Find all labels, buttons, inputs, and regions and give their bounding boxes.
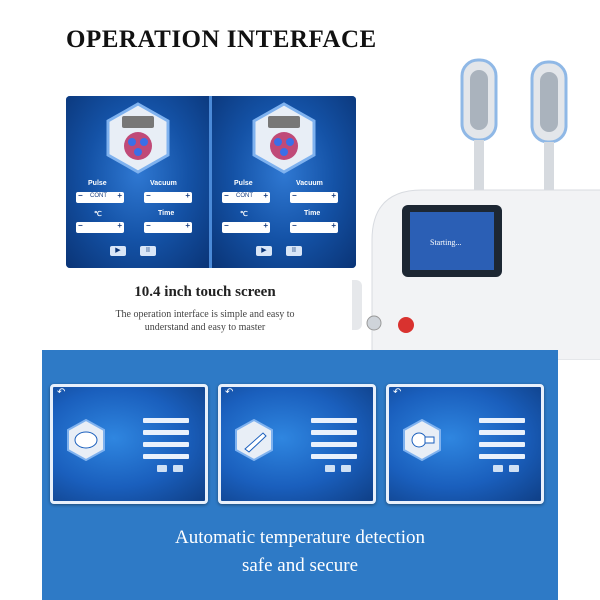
back-arrow-icon[interactable]: ↶ — [225, 387, 234, 398]
pause-button[interactable] — [509, 465, 519, 472]
pulse-label: Pulse — [234, 180, 253, 187]
feature-line-1: Automatic temperature detection — [174, 527, 426, 548]
pulse-stepper[interactable]: − CONT + — [222, 191, 270, 203]
pulse-value: CONT — [236, 193, 253, 199]
pause-button[interactable]: II — [140, 246, 156, 256]
temperature-stepper[interactable]: − + — [222, 221, 270, 233]
pulse-label: Pulse — [88, 180, 107, 187]
panel-divider — [209, 96, 212, 268]
vacuum-stepper[interactable]: − + — [144, 191, 192, 203]
temperature-plus-button[interactable]: + — [117, 221, 122, 230]
operation-interface-panel: Pulse Vacuum − CONT + − + ℃ Time − + − +… — [66, 96, 356, 268]
vacuum-minus-button[interactable]: − — [146, 191, 151, 200]
time-label: Time — [304, 210, 321, 217]
interface-card-2: ↶ — [218, 384, 376, 504]
vacuum-stepper[interactable]: − + — [290, 191, 338, 203]
pulse-plus-button[interactable]: + — [117, 191, 122, 200]
time-minus-button[interactable]: − — [146, 221, 151, 230]
pulse-value: CONT — [90, 193, 107, 199]
time-minus-button[interactable]: − — [292, 221, 297, 230]
temperature-stepper[interactable]: − + — [76, 221, 124, 233]
treatment-hexagon-icon — [252, 102, 316, 174]
temperature-label: ℃ — [94, 211, 102, 218]
device-screen-text: Starting... — [430, 238, 461, 247]
temperature-plus-button[interactable]: + — [263, 221, 268, 230]
interface-card-3: ↶ — [386, 384, 544, 504]
pulse-minus-button[interactable]: − — [224, 191, 229, 200]
description-line-1: The operation interface is simple and ea… — [115, 309, 295, 320]
time-plus-button[interactable]: + — [185, 221, 190, 230]
vacuum-plus-button[interactable]: + — [185, 191, 190, 200]
vacuum-label: Vacuum — [150, 180, 177, 187]
back-arrow-icon[interactable]: ↶ — [57, 387, 66, 398]
page-heading: OPERATION INTERFACE — [66, 26, 377, 53]
pause-button[interactable]: II — [286, 246, 302, 256]
play-button[interactable]: ▶ — [110, 246, 126, 256]
play-button[interactable] — [157, 465, 167, 472]
back-arrow-icon[interactable]: ↶ — [393, 387, 402, 398]
description-line-2: understand and easy to master — [144, 322, 266, 333]
screen-size-title: 10.4 inch touch screen — [134, 284, 276, 300]
feature-line-2: safe and secure — [241, 555, 359, 576]
temperature-minus-button[interactable]: − — [224, 221, 229, 230]
handpiece-icon — [235, 419, 273, 461]
interface-screen-right: Pulse Vacuum − CONT + − + ℃ Time − + − +… — [212, 96, 356, 268]
temperature-minus-button[interactable]: − — [78, 221, 83, 230]
play-button[interactable] — [325, 465, 335, 472]
pause-button[interactable] — [173, 465, 183, 472]
interface-screen-left: Pulse Vacuum − CONT + − + ℃ Time − + − +… — [66, 96, 210, 268]
time-plus-button[interactable]: + — [331, 221, 336, 230]
body-icon — [67, 419, 105, 461]
features-section: ↶ ↶ ↶ — [42, 350, 558, 600]
play-button[interactable]: ▶ — [256, 246, 272, 256]
temperature-label: ℃ — [240, 211, 248, 218]
pulse-plus-button[interactable]: + — [263, 191, 268, 200]
treatment-hexagon-icon — [106, 102, 170, 174]
pause-button[interactable] — [341, 465, 351, 472]
vacuum-label: Vacuum — [296, 180, 323, 187]
play-button[interactable] — [493, 465, 503, 472]
time-label: Time — [158, 210, 175, 217]
vacuum-minus-button[interactable]: − — [292, 191, 297, 200]
vacuum-plus-button[interactable]: + — [331, 191, 336, 200]
pulse-minus-button[interactable]: − — [78, 191, 83, 200]
applicator-icon — [403, 419, 441, 461]
interface-card-1: ↶ — [50, 384, 208, 504]
time-stepper[interactable]: − + — [144, 221, 192, 233]
device-illustration: Starting... — [352, 58, 600, 360]
pulse-stepper[interactable]: − CONT + — [76, 191, 124, 203]
time-stepper[interactable]: − + — [290, 221, 338, 233]
